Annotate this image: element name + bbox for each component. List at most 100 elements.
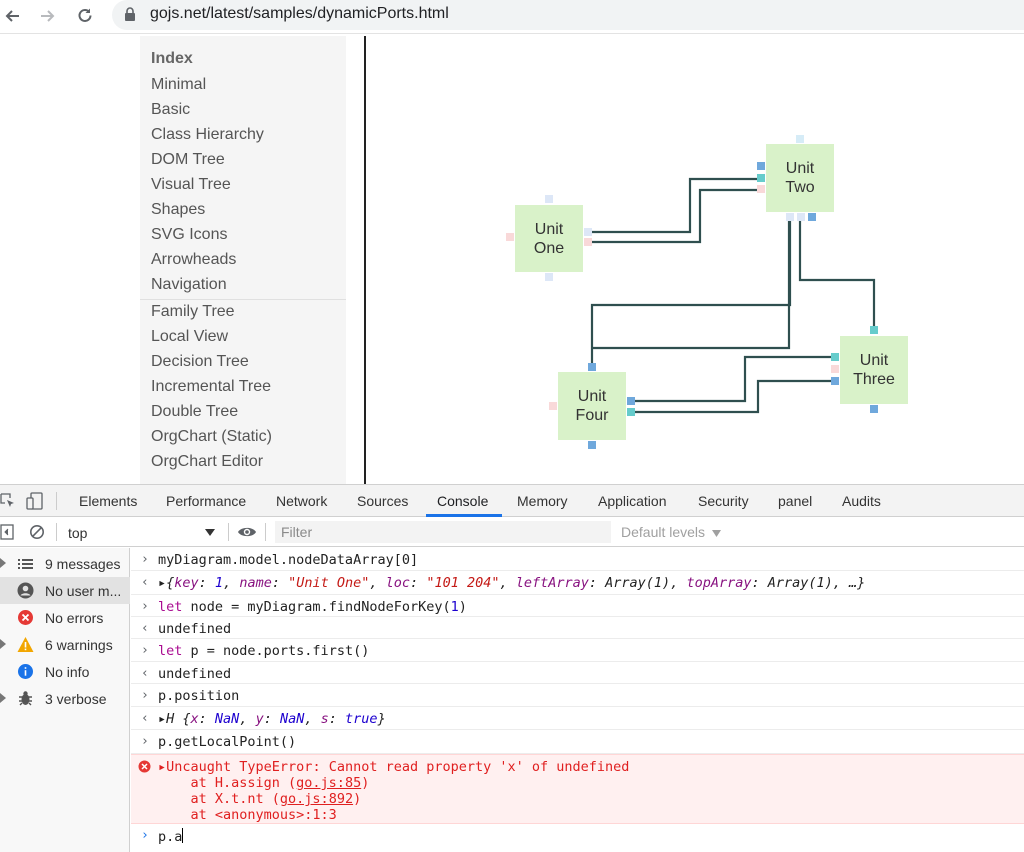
port-top[interactable] (870, 326, 878, 334)
context-selector[interactable]: top (62, 520, 222, 544)
link-four-three-b (630, 381, 832, 412)
console-input-line: › let node = myDiagram.findNodeForKey(1) (131, 595, 1024, 617)
port-left[interactable] (831, 377, 839, 385)
bug-icon (17, 690, 34, 707)
tab-performance[interactable]: Performance (166, 493, 246, 509)
node-label-line1: Unit (786, 160, 814, 177)
devtools-tab-bar: Elements Performance Network Sources Con… (0, 484, 1024, 517)
port-bottom[interactable] (786, 213, 794, 221)
console-result: undefined (158, 666, 231, 682)
prompt-chevron-icon: › (141, 688, 149, 703)
source-link[interactable]: go.js:892 (280, 791, 353, 807)
link-two-four-b (592, 218, 789, 348)
console-result: undefined (158, 621, 231, 637)
port-left[interactable] (831, 365, 839, 373)
devtools-panel: Elements Performance Network Sources Con… (0, 484, 1024, 852)
node-label-line1: Unit (860, 352, 888, 369)
port-bottom[interactable] (545, 273, 553, 281)
console-result: ▸{key: 1, name: "Unit One", loc: "101 20… (158, 575, 865, 591)
result-arrow-icon: ‹ (141, 621, 149, 636)
filter-input[interactable] (275, 521, 611, 543)
console-result-line: ‹ undefined (131, 617, 1024, 639)
port-left[interactable] (549, 402, 557, 410)
port-right[interactable] (627, 408, 635, 416)
sidebar-toggle-icon[interactable] (0, 524, 14, 540)
port-bottom[interactable] (797, 213, 805, 221)
console-prompt[interactable]: › p.a (131, 824, 1024, 852)
warning-icon (17, 636, 34, 653)
node-label-line2: Two (785, 179, 814, 196)
tab-security[interactable]: Security (698, 493, 749, 509)
console-input-line: › p.getLocalPoint() (131, 730, 1024, 754)
port-bottom[interactable] (808, 213, 816, 221)
link-one-two-b (592, 190, 762, 242)
node-unit-four[interactable]: UnitFour (558, 372, 626, 440)
console-command: myDiagram.model.nodeDataArray[0] (158, 552, 418, 568)
console-command: let p = node.ports.first() (158, 643, 369, 659)
port-top[interactable] (796, 135, 804, 143)
sidebar-item-label: 6 warnings (45, 637, 113, 653)
port-left[interactable] (831, 353, 839, 361)
port-bottom[interactable] (870, 405, 878, 413)
console-messages[interactable]: › myDiagram.model.nodeDataArray[0] ‹ ▸{k… (131, 548, 1024, 852)
sidebar-item-verbose[interactable]: 3 verbose (0, 685, 130, 712)
list-icon (17, 555, 34, 572)
sidebar-item-user-messages[interactable]: No user m... (0, 577, 130, 604)
sidebar-item-info[interactable]: No info (0, 658, 130, 685)
stack-frame: at H.assign (go.js:85) (158, 775, 369, 791)
port-left[interactable] (506, 233, 514, 241)
prompt-chevron-icon: › (141, 734, 149, 749)
node-unit-one[interactable]: UnitOne (515, 205, 583, 272)
device-toolbar-icon[interactable] (26, 492, 44, 510)
log-levels-dropdown[interactable]: Default levels (621, 524, 721, 540)
console-input[interactable]: p.a (158, 828, 183, 845)
tab-sources[interactable]: Sources (357, 493, 408, 509)
result-arrow-icon: ‹ (141, 711, 149, 726)
context-value: top (68, 525, 87, 541)
port-left[interactable] (757, 185, 765, 193)
node-label-line2: Three (853, 371, 895, 388)
console-input-line: › p.position (131, 684, 1024, 707)
tab-network[interactable]: Network (276, 493, 327, 509)
node-unit-three[interactable]: UnitThree (840, 336, 908, 404)
sidebar-item-warnings[interactable]: 6 warnings (0, 631, 130, 658)
console-command: let node = myDiagram.findNodeForKey(1) (158, 599, 467, 615)
node-label-line2: One (534, 240, 564, 257)
link-two-three (800, 218, 874, 326)
expand-arrow-icon (0, 639, 6, 649)
source-link[interactable]: go.js:85 (296, 775, 361, 791)
console-error-message[interactable]: ▸Uncaught TypeError: Cannot read propert… (131, 754, 1024, 824)
port-right[interactable] (627, 397, 635, 405)
dropdown-arrow-icon (205, 529, 215, 536)
prompt-chevron-icon: › (141, 643, 149, 658)
port-top[interactable] (545, 195, 553, 203)
tab-memory[interactable]: Memory (517, 493, 568, 509)
console-input-line: › let p = node.ports.first() (131, 639, 1024, 662)
port-top[interactable] (588, 363, 596, 371)
console-sidebar: 9 messages No user m... No errors 6 warn (0, 548, 130, 852)
tab-console[interactable]: Console (437, 493, 488, 509)
inspect-element-icon[interactable] (0, 493, 16, 509)
tab-audits[interactable]: Audits (842, 493, 881, 509)
console-result: ▸H {x: NaN, y: NaN, s: true} (158, 711, 386, 727)
node-unit-two[interactable]: UnitTwo (766, 144, 834, 212)
port-left[interactable] (757, 174, 765, 182)
prompt-chevron-icon: › (141, 599, 149, 614)
toolbar-divider (56, 523, 57, 541)
eye-icon[interactable] (237, 525, 257, 539)
sidebar-item-errors[interactable]: No errors (0, 604, 130, 631)
port-bottom[interactable] (588, 441, 596, 449)
tab-elements[interactable]: Elements (79, 493, 137, 509)
port-right[interactable] (584, 238, 592, 246)
console-result-line[interactable]: ‹ ▸H {x: NaN, y: NaN, s: true} (131, 707, 1024, 730)
result-arrow-icon: ‹ (141, 575, 149, 590)
sidebar-item-messages[interactable]: 9 messages (0, 550, 130, 577)
tab-panel[interactable]: panel (778, 493, 812, 509)
clear-console-icon[interactable] (29, 524, 45, 540)
console-result-line[interactable]: ‹ ▸{key: 1, name: "Unit One", loc: "101 … (131, 571, 1024, 595)
link-four-three-a (630, 357, 832, 401)
port-left[interactable] (757, 162, 765, 170)
port-right[interactable] (584, 228, 592, 236)
tab-application[interactable]: Application (598, 493, 667, 509)
stack-frame: at X.t.nt (go.js:892) (158, 791, 361, 807)
